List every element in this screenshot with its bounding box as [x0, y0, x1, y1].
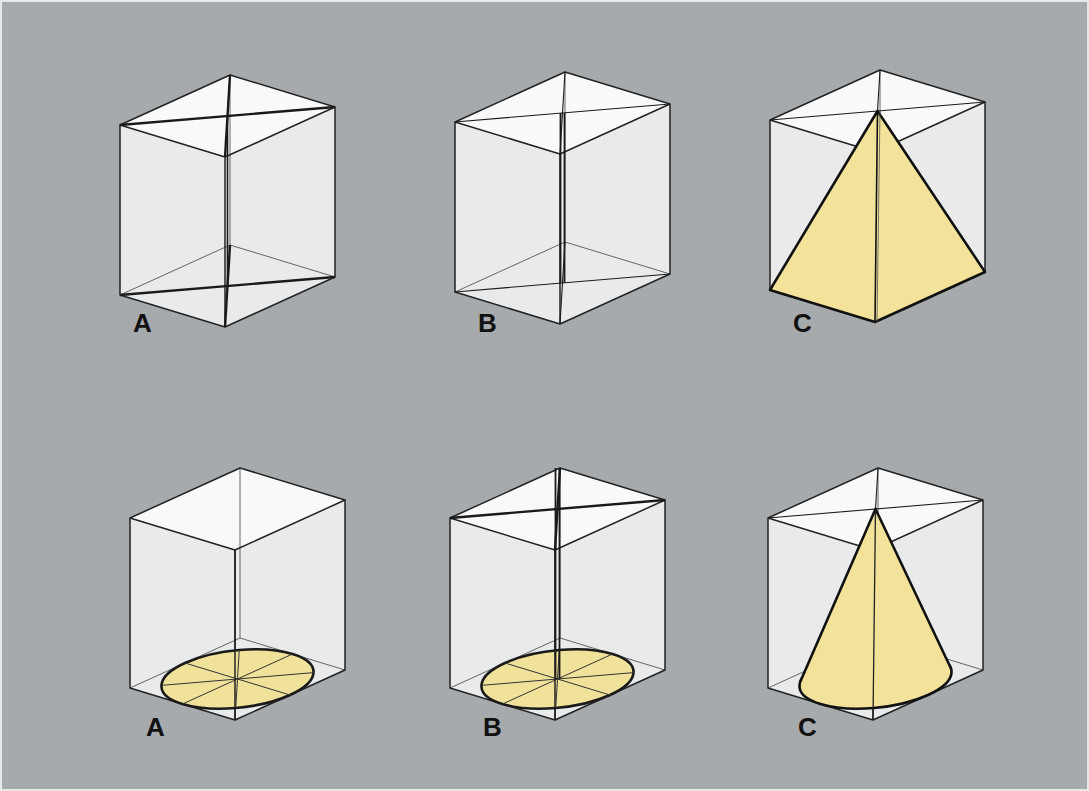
figure-letter: B	[483, 712, 502, 742]
figure-letter: C	[793, 308, 812, 338]
figure-letter: A	[146, 712, 165, 742]
circle-base	[130, 638, 345, 720]
figure-letter: B	[478, 308, 497, 338]
pyramid	[770, 111, 985, 322]
figure-letter: A	[133, 308, 152, 338]
cube-figure	[130, 468, 345, 720]
cube-figure	[120, 75, 335, 327]
cube-figure	[768, 468, 983, 720]
cube-figure	[450, 468, 665, 720]
circle-base	[450, 638, 665, 720]
cube-figure	[455, 72, 670, 324]
figure-letter: C	[798, 712, 817, 742]
cube-figure	[770, 70, 985, 322]
